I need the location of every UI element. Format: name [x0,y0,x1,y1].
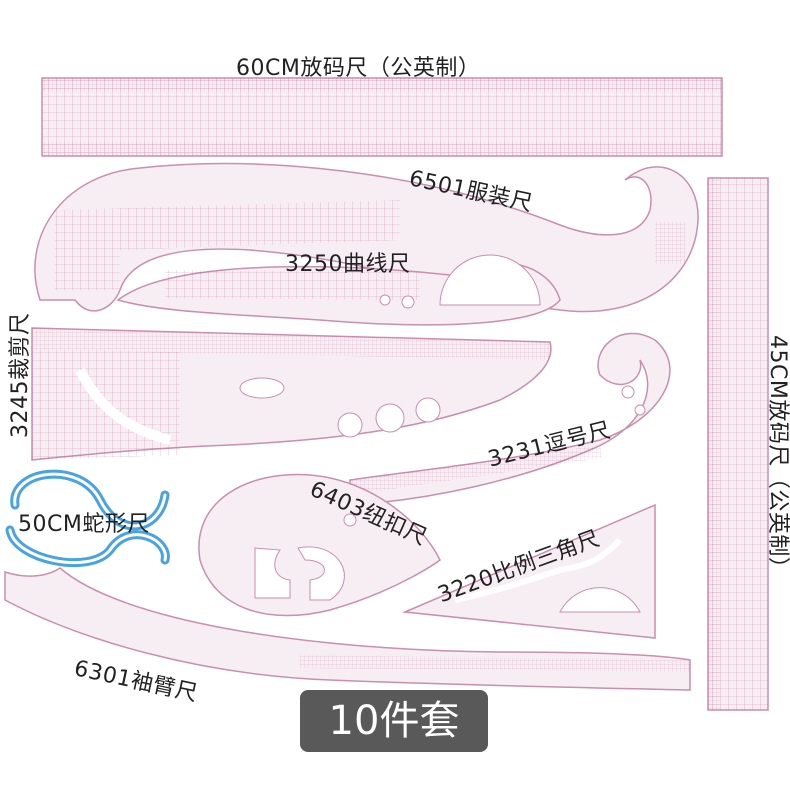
label-60cm-ruler: 60CM放码尺（公英制） [236,56,481,81]
set-count-badge: 10件套 [300,690,488,752]
label-45cm-ruler: 45CM放码尺（公英制） [765,335,790,580]
ruler-6403 [198,473,441,617]
ruler-3250 [116,254,561,326]
label-3245-ruler: 3245裁剪尺 [8,312,33,439]
tape-50cm [5,469,170,568]
ruler-6301 [4,567,691,691]
ruler-45cm [707,177,769,711]
ruler-3231 [349,332,671,506]
ruler-3220 [402,503,656,639]
ruler-60cm [41,77,723,157]
ruler-3245 [31,327,552,461]
label-3250-ruler: 3250曲线尺 [285,252,411,277]
label-50cm-tape: 50CM蛇形尺 [18,512,150,537]
